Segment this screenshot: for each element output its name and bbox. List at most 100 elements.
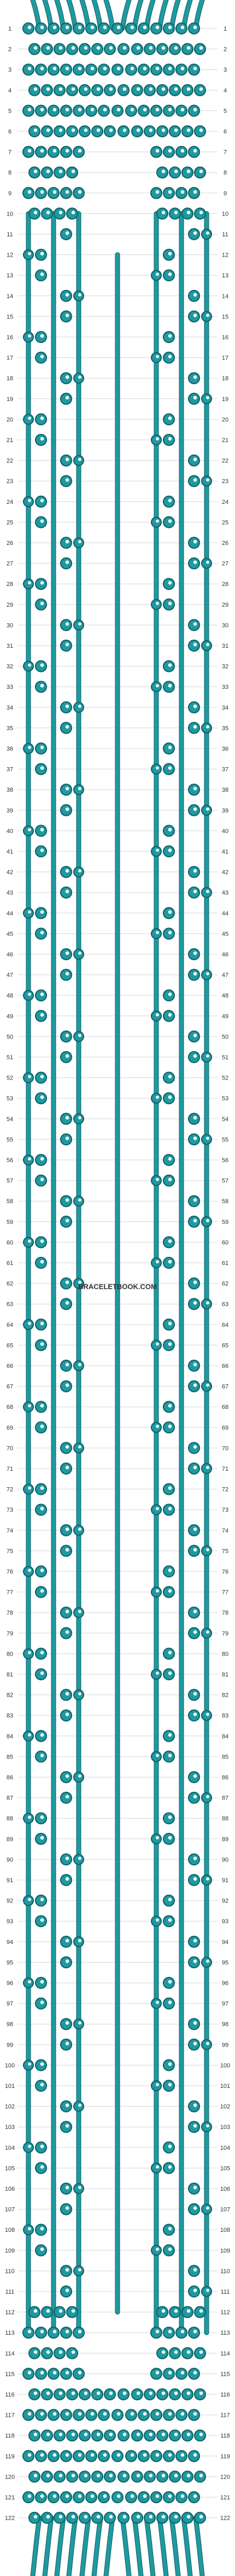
knot-center — [193, 2124, 197, 2128]
knot-center — [65, 869, 69, 873]
knot-center — [193, 1219, 197, 1222]
row-number-left: 20 — [7, 416, 13, 423]
knot-center — [180, 25, 185, 30]
knot-center — [193, 108, 197, 112]
row-number-left: 16 — [7, 334, 13, 341]
knot-center — [103, 108, 107, 112]
knot-center — [65, 539, 69, 544]
row-number-left: 2 — [8, 47, 11, 53]
row-number-left: 56 — [7, 1157, 13, 1164]
knot-center — [168, 519, 172, 523]
knot-center — [193, 725, 197, 729]
knot-center — [143, 2412, 147, 2416]
knot-center — [206, 807, 209, 811]
knot-center — [65, 2288, 69, 2293]
knot-center — [155, 190, 160, 194]
knot-center — [78, 1116, 81, 1119]
knot-center — [65, 1054, 69, 1058]
knot-center — [199, 2309, 203, 2313]
knot-center — [116, 2494, 121, 2498]
row-number-left: 48 — [7, 993, 13, 999]
row-number-right: 19 — [222, 396, 228, 403]
knot-center — [130, 25, 134, 30]
knot-center — [40, 1239, 44, 1243]
knot-center — [65, 1959, 69, 1963]
knot-center — [168, 2247, 172, 2251]
knot-center — [193, 2371, 197, 2375]
knot-center — [52, 2371, 57, 2375]
row-number-right: 27 — [222, 561, 228, 567]
knot-center — [33, 2309, 38, 2313]
knot-center — [193, 890, 197, 894]
row-number-right: 63 — [222, 1301, 228, 1308]
knot-center — [78, 1774, 81, 1778]
knot-center — [168, 745, 172, 750]
knot-center — [193, 951, 197, 955]
row-number-right: 119 — [220, 2453, 230, 2460]
row-number-right: 31 — [222, 643, 228, 649]
row-number-left: 45 — [7, 931, 13, 937]
row-number-right: 61 — [222, 1260, 228, 1267]
row-number-right: 43 — [222, 890, 228, 896]
knot-center — [58, 2433, 63, 2436]
knot-center — [193, 2453, 197, 2457]
knot-center — [168, 1177, 172, 1181]
row-number-right: 102 — [220, 2104, 230, 2110]
knot-center — [27, 108, 32, 112]
knot-center — [149, 2433, 153, 2436]
knot-center — [33, 2433, 38, 2436]
row-number-left: 73 — [7, 1507, 13, 1513]
knot-center — [174, 87, 178, 91]
row-number-left: 32 — [7, 664, 13, 670]
knot-center — [65, 1116, 69, 1120]
row-number-right: 98 — [222, 2021, 228, 2028]
row-number-left: 109 — [5, 2248, 15, 2254]
row-number-right: 33 — [222, 684, 228, 691]
knot-center — [156, 2247, 159, 2251]
knot-center — [71, 128, 75, 132]
knot-center — [46, 128, 50, 132]
knot-center — [186, 87, 191, 91]
row-number-left: 77 — [7, 1589, 13, 1596]
row-number-left: 12 — [7, 252, 13, 259]
knot-center — [199, 2433, 203, 2436]
row-number-right: 35 — [222, 725, 228, 732]
knot-center — [193, 314, 197, 317]
knot-center — [168, 1898, 172, 1901]
row-number-right: 112 — [220, 2310, 230, 2316]
knot-center — [161, 2350, 166, 2354]
knot-center — [78, 1198, 81, 1202]
row-number-left: 14 — [7, 293, 13, 300]
row-number-left: 89 — [7, 1836, 13, 1843]
knot-center — [58, 211, 63, 214]
knot-center — [168, 1075, 172, 1078]
knot-center — [52, 67, 57, 71]
knot-center — [27, 149, 32, 153]
knot-center — [65, 396, 69, 399]
row-number-right: 110 — [220, 2268, 230, 2275]
knot-center — [130, 67, 134, 71]
knot-center — [193, 1465, 197, 1470]
knot-center — [65, 1301, 69, 1305]
row-number-right: 4 — [224, 88, 227, 94]
knot-center — [168, 1486, 172, 1490]
row-number-right: 16 — [222, 334, 228, 341]
knot-center — [168, 2227, 172, 2231]
row-number-left: 80 — [7, 1651, 13, 1657]
row-number-left: 31 — [7, 643, 13, 649]
knot-center — [206, 1383, 209, 1387]
row-number-left: 57 — [7, 1178, 13, 1185]
knot-center — [65, 2185, 69, 2190]
row-number-left: 46 — [7, 952, 13, 958]
knot-center — [78, 2268, 81, 2272]
knot-center — [168, 25, 172, 30]
knot-center — [52, 190, 57, 194]
knot-center — [168, 1013, 172, 1017]
knot-center — [193, 704, 197, 709]
knot-center — [180, 67, 185, 71]
knot-center — [28, 1486, 31, 1490]
row-number-left: 98 — [7, 2021, 13, 2028]
knot-center — [28, 1239, 31, 1243]
knot-center — [28, 1651, 31, 1655]
